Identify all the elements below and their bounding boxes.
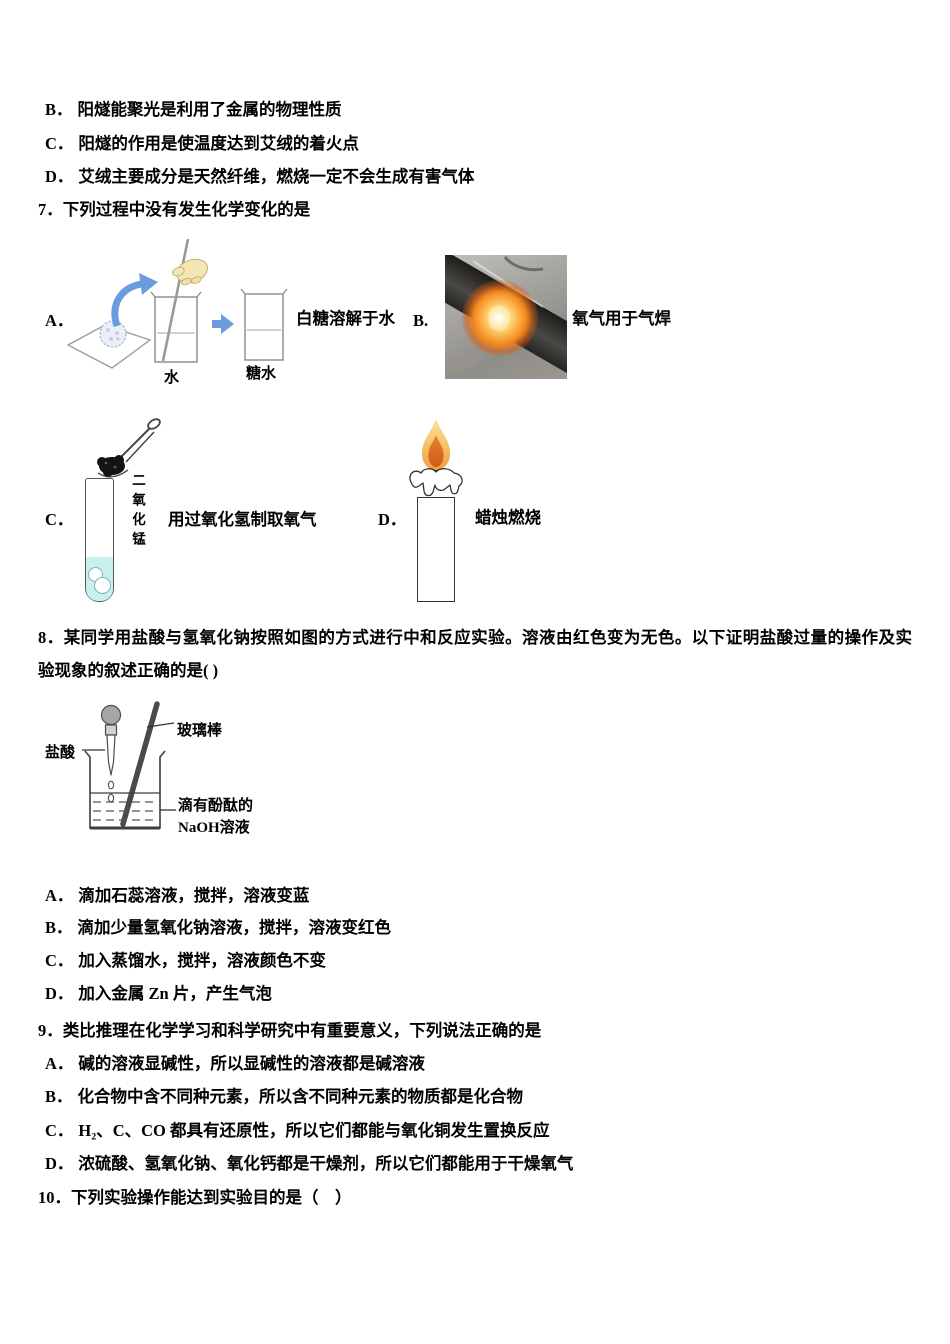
- gas-welding-photo: [445, 255, 567, 379]
- q8-option-d-text: 加入金属 Zn 片，产生气泡: [78, 984, 272, 1003]
- neutralization-diagram: [82, 701, 176, 830]
- q7-option-d-caption: 蜡烛燃烧: [475, 508, 541, 527]
- test-tube: [85, 478, 114, 602]
- melted-wax-icon: [409, 468, 463, 497]
- q7-option-a-letter: A．: [45, 311, 74, 330]
- beaker-with-water-icon: [150, 291, 202, 363]
- q9-option-b-text: 化合物中含不同种元素，所以含不同种元素的物质都是化合物: [77, 1087, 524, 1106]
- q7-stem: 7．下列过程中没有发生化学变化的是: [38, 200, 311, 219]
- q6-option-d-letter: D．: [45, 167, 74, 186]
- q6-option-d: D．艾绒主要成分是天然纤维，燃烧一定不会生成有害气体: [45, 167, 474, 188]
- q8-rod-label: 玻璃棒: [177, 723, 223, 739]
- q8-acid-label: 盐酸: [45, 745, 76, 761]
- q8-option-a-text: 滴加石蕊溶液，搅拌，溶液变蓝: [78, 886, 310, 905]
- right-arrow-icon: [212, 314, 234, 334]
- sugar-lump-icon: [99, 320, 127, 348]
- q9-option-a: A．碱的溶液显碱性，所以显碱性的溶液都是碱溶液: [45, 1054, 425, 1075]
- q8-option-c-text: 加入蒸馏水，搅拌，溶液颜色不变: [78, 951, 326, 970]
- q8-option-b-text: 滴加少量氢氧化钠溶液，搅拌，溶液变红色: [77, 918, 392, 937]
- q9-option-d: D．浓硫酸、氢氧化钠、氧化钙都是干燥剂，所以它们都能用于干燥氧气: [45, 1154, 573, 1175]
- stirring-rod-icon: [161, 238, 190, 362]
- q9-stem: 9．类比推理在化学学习和科学研究中有重要意义，下列说法正确的是: [38, 1021, 542, 1040]
- q9-option-c-letter: C．: [45, 1121, 74, 1140]
- bubble: [94, 577, 111, 594]
- q8-stem-line1: 8．某同学用盐酸与氢氧化钠按照如图的方式进行中和反应实验。溶液由红色变为无色。以…: [38, 628, 912, 647]
- q6-option-c-letter: C．: [45, 134, 74, 153]
- dropper-icon: [100, 704, 122, 803]
- rod-pointer-line: [146, 722, 175, 728]
- q8-option-c-letter: C．: [45, 951, 74, 970]
- q8-option-b-letter: B．: [45, 918, 73, 937]
- q7-option-c-letter: C．: [45, 510, 74, 529]
- q7-option-b-caption: 氧气用于气焊: [572, 309, 671, 328]
- q9-option-b: B．化合物中含不同种元素，所以含不同种元素的物质都是化合物: [45, 1087, 523, 1108]
- q8-stem-line2: 验现象的叙述正确的是( ): [38, 661, 219, 680]
- q7-option-d-letter: D．: [378, 510, 407, 529]
- q8-option-d-letter: D．: [45, 984, 74, 1003]
- q8-option-b: B．滴加少量氢氧化钠溶液，搅拌，溶液变红色: [45, 918, 391, 939]
- q8-option-d: D．加入金属 Zn 片，产生气泡: [45, 984, 272, 1005]
- sugar-dissolving-illustration: [66, 238, 288, 369]
- q6-option-b-text: 阳燧能聚光是利用了金属的物理性质: [77, 100, 342, 119]
- q9-option-c: C．H₂、C、CO 都具有还原性，所以它们都能与氧化铜发生置换反应: [45, 1121, 550, 1142]
- mno2-vertical-label: 二氧化锰: [130, 473, 145, 551]
- q6-option-b: B．阳燧能聚光是利用了金属的物理性质: [45, 100, 342, 121]
- q8-solution-label-1: 滴有酚酞的: [178, 798, 254, 814]
- q8-option-a-letter: A．: [45, 886, 74, 905]
- q8-solution-label-2: NaOH溶液: [178, 820, 250, 836]
- q9-option-d-letter: D．: [45, 1154, 74, 1173]
- q6-option-d-text: 艾绒主要成分是天然纤维，燃烧一定不会生成有害气体: [78, 167, 475, 186]
- beaker-icon: [84, 750, 166, 830]
- flame-core: [488, 305, 510, 331]
- beaker-sugar-water-icon: [240, 288, 288, 361]
- flame-icon: [421, 419, 451, 472]
- q9-option-a-letter: A．: [45, 1054, 74, 1073]
- q6-option-c: C．阳燧的作用是使温度达到艾绒的着火点: [45, 134, 359, 155]
- q9-option-a-text: 碱的溶液显碱性，所以显碱性的溶液都是碱溶液: [78, 1054, 425, 1073]
- q6-option-c-text: 阳燧的作用是使温度达到艾绒的着火点: [78, 134, 359, 153]
- glass-rod-icon: [120, 701, 160, 827]
- q7-option-b-letter: B.: [413, 311, 429, 330]
- q9-option-b-letter: B．: [45, 1087, 73, 1106]
- q10-stem: 10．下列实验操作能达到实验目的是（ ）: [38, 1188, 352, 1207]
- q7-option-c-caption: 用过氧化氢制取氧气: [168, 510, 317, 529]
- spoon-with-mno2-icon: [97, 418, 161, 478]
- q7-option-a-caption: 白糖溶解于水: [296, 309, 395, 328]
- candle-body: [417, 497, 455, 602]
- q9-option-c-text: H₂、C、CO 都具有还原性，所以它们都能与氧化铜发生置换反应: [78, 1121, 550, 1140]
- q6-option-b-letter: B．: [45, 100, 73, 119]
- water-label: 水: [164, 370, 180, 386]
- curved-arrow-icon: [111, 273, 158, 328]
- mno2-powder: [97, 455, 125, 477]
- hand-icon: [172, 258, 208, 286]
- q9-option-d-text: 浓硫酸、氢氧化钠、氧化钙都是干燥剂，所以它们都能用于干燥氧气: [78, 1154, 574, 1173]
- sugar-water-label: 糖水: [246, 366, 277, 382]
- q8-option-a: A．滴加石蕊溶液，搅拌，溶液变蓝: [45, 886, 309, 907]
- q8-option-c: C．加入蒸馏水，搅拌，溶液颜色不变: [45, 951, 326, 972]
